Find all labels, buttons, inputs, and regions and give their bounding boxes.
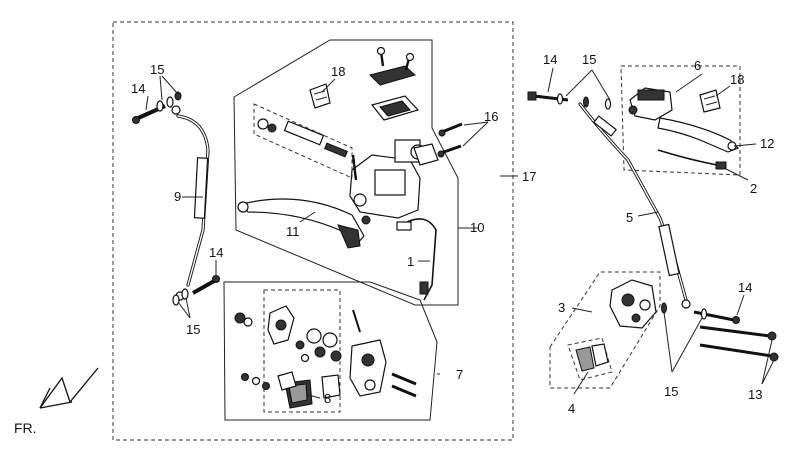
callout-15-top-right: 15: [582, 52, 596, 67]
diaphragm-plate-18-left: [309, 83, 331, 109]
rear-brake-hose-5: [578, 102, 691, 309]
brake-lever-11: [237, 198, 365, 249]
callout-13: 13: [748, 387, 762, 402]
callout-15-bottom-left: 15: [186, 322, 200, 337]
stop-switch-2: [657, 149, 727, 170]
callout-10: 10: [470, 220, 484, 235]
rear-brake-lever-12: [657, 117, 740, 153]
callout-14-top-left: 14: [131, 81, 145, 96]
callout-17: 17: [522, 169, 536, 184]
callout-16: 16: [484, 109, 498, 124]
rear-caliper-3: [609, 279, 657, 329]
sealing-washers-15-top: [156, 91, 182, 112]
callout-5: 5: [626, 210, 633, 225]
master-cylinder-body: [349, 139, 426, 225]
stop-switch-1: [396, 218, 437, 301]
callout-15-bottom-right: 15: [664, 384, 678, 399]
callout-18-right: 18: [730, 72, 744, 87]
callout-8: 8: [324, 391, 331, 406]
callout-14-top-right: 14: [543, 52, 557, 67]
callout-7: 7: [456, 367, 463, 382]
rear-lever-group-frame: [620, 65, 741, 176]
banjo-bolt-14-bottom: [192, 275, 220, 295]
diaphragm-plate-18-right: [699, 89, 721, 113]
callout-3: 3: [558, 300, 565, 315]
callout-14-right: 14: [738, 280, 752, 295]
rear-banjo-bolts-14: [527, 91, 740, 324]
brake-pads-8: [277, 371, 341, 409]
rear-pads-4: [567, 337, 613, 381]
rear-master-cylinder-6: [628, 87, 673, 121]
front-direction-label: FR.: [14, 420, 37, 436]
rear-caliper-group-frame: [549, 271, 661, 389]
caliper-parts: [234, 305, 417, 398]
callout-18-left: 18: [331, 64, 345, 79]
callout-15-top-left: 15: [150, 62, 164, 77]
callout-9: 9: [174, 189, 181, 204]
mounting-bolts-16: [413, 122, 463, 166]
piston-kit: [253, 103, 358, 181]
assembly-frame-17: [112, 21, 514, 441]
callout-14-bottom-left: 14: [209, 245, 223, 260]
rear-washers-15: [556, 93, 708, 320]
callout-2: 2: [750, 181, 757, 196]
caliper-bolts-13: [699, 325, 779, 362]
callout-12: 12: [760, 136, 774, 151]
pad-kit-frame: [263, 289, 341, 413]
caliper-group-frame: [223, 281, 438, 421]
callout-4: 4: [568, 401, 575, 416]
callout-11: 11: [286, 224, 300, 239]
sealing-washers-15-bottom: [172, 288, 189, 306]
reservoir-cap-parts: [369, 46, 420, 121]
master-cylinder-group-frame: [233, 39, 459, 306]
front-direction-arrow: [39, 367, 99, 409]
callout-1: 1: [407, 254, 414, 269]
callout-6: 6: [694, 58, 701, 73]
leader-lines: [145, 67, 775, 399]
